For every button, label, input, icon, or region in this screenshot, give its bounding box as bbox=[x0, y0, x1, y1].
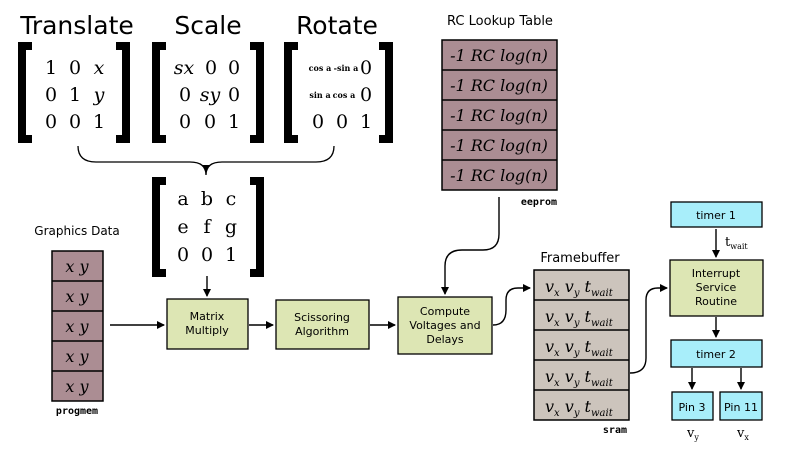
scale-matrix: sx 0 0 0 sy 0 0 0 1 bbox=[152, 42, 264, 143]
rotate-matrix: cos a -sin a 0 sin a cos a 0 0 0 1 bbox=[284, 42, 393, 143]
connectors bbox=[110, 165, 745, 390]
pin3-voltage-label: vy bbox=[686, 426, 699, 442]
matrix-cell: b bbox=[201, 188, 213, 210]
scissoring-box: Scissoring Algorithm bbox=[275, 299, 370, 350]
graphics-entry: x y bbox=[65, 257, 89, 276]
matrix-cell: a bbox=[177, 188, 188, 210]
box-label: timer 2 bbox=[696, 348, 736, 361]
matrix-cell: 0 bbox=[360, 84, 372, 106]
graphics-entry: x y bbox=[65, 287, 89, 306]
box-label: Pin 3 bbox=[679, 401, 706, 414]
pin11-voltage-label: vx bbox=[736, 426, 749, 442]
box-label: Algorithm bbox=[295, 325, 349, 338]
sram-label: sram bbox=[603, 425, 627, 436]
graphics-title: Graphics Data bbox=[34, 224, 119, 238]
matrix-cell: 0 bbox=[360, 57, 372, 79]
matrix-cell: sy bbox=[200, 84, 221, 106]
lookup-entry: -1 RC log(n) bbox=[450, 76, 548, 95]
matrix-cell: 0 bbox=[179, 111, 191, 133]
box-label: Service bbox=[696, 281, 737, 294]
box-label: Delays bbox=[426, 333, 464, 346]
pin3-box: Pin 3 bbox=[671, 391, 714, 421]
matrix-cell: 0 bbox=[336, 111, 348, 133]
matrix-cell: 1 bbox=[360, 111, 372, 133]
lookup-entry: -1 RC log(n) bbox=[450, 106, 548, 125]
matrix-cell: c bbox=[226, 188, 237, 210]
framebuffer-entry: vx vy twait bbox=[545, 367, 614, 389]
matrix-cell: 0 bbox=[45, 84, 57, 106]
lookup-entry: -1 RC log(n) bbox=[450, 166, 548, 185]
box-label: Interrupt bbox=[692, 267, 741, 280]
matrix-cell: 1 bbox=[69, 84, 81, 106]
combined-matrix: a b c e f g 0 0 1 bbox=[152, 177, 264, 277]
framebuffer-title: Framebuffer bbox=[540, 251, 620, 266]
box-label: Matrix bbox=[190, 310, 225, 323]
matrix-cell: x bbox=[94, 57, 105, 79]
matrix-cell: 0 bbox=[201, 244, 213, 266]
translate-title: Translate bbox=[19, 11, 134, 40]
matrix-cell: g bbox=[225, 216, 237, 238]
matrix-cell: 0 bbox=[228, 84, 240, 106]
box-label: Routine bbox=[695, 295, 737, 308]
arrow-eeprom-to-compute bbox=[441, 197, 500, 295]
matrix-cell: 0 bbox=[69, 57, 81, 79]
twait-label: twait bbox=[725, 235, 748, 251]
matrix-cell: 0 bbox=[177, 244, 189, 266]
arrow-framebuffer-to-isr bbox=[629, 284, 668, 374]
matrix-cell: 1 bbox=[45, 57, 57, 79]
eeprom-label: eeprom bbox=[521, 197, 557, 208]
box-label: timer 1 bbox=[696, 209, 736, 222]
framebuffer-entry: vx vy twait bbox=[545, 277, 614, 299]
matrix-cell: f bbox=[203, 216, 212, 238]
framebuffer-table: vx vy twait vx vy twait vx vy twait vx vy t… bbox=[533, 269, 630, 421]
matrix-cell: sx bbox=[174, 57, 195, 79]
graphics-entry: x y bbox=[65, 347, 89, 366]
compute-box: Compute Voltages and Delays bbox=[397, 296, 493, 355]
timer1-box: timer 1 bbox=[670, 201, 763, 228]
isr-box: Interrupt Service Routine bbox=[669, 259, 764, 317]
box-label: Scissoring bbox=[294, 311, 350, 324]
matrix-cell: y bbox=[93, 84, 105, 106]
matrix-cell: 0 bbox=[45, 111, 57, 133]
box-label: Voltages and bbox=[409, 319, 480, 332]
framebuffer-entry: vx vy twait bbox=[545, 397, 614, 419]
matrix-cell: 0 bbox=[69, 111, 81, 133]
arrow-compute-to-framebuffer bbox=[492, 284, 531, 326]
matrix-multiply-box: Matrix Multiply bbox=[166, 298, 249, 350]
rotate-title: Rotate bbox=[296, 11, 378, 40]
box-label: Multiply bbox=[185, 324, 229, 337]
box-label: Pin 11 bbox=[724, 401, 758, 414]
matrix-cell: 1 bbox=[225, 244, 237, 266]
framebuffer-entry: vx vy twait bbox=[545, 307, 614, 329]
timer2-box: timer 2 bbox=[670, 339, 763, 368]
matrix-cell: 0 bbox=[204, 111, 216, 133]
lookup-title: RC Lookup Table bbox=[447, 14, 553, 29]
matrix-cell: 1 bbox=[93, 111, 105, 133]
matrix-cell: 1 bbox=[228, 111, 240, 133]
lookup-entry: -1 RC log(n) bbox=[450, 136, 548, 155]
matrix-cell: 0 bbox=[312, 111, 324, 133]
graphics-data-table: x y x y x y x y x y bbox=[51, 250, 104, 402]
matrix-cell: 0 bbox=[205, 57, 217, 79]
matrix-cell: sin a bbox=[309, 90, 330, 100]
translate-matrix: 1 0 x 0 1 y 0 0 1 bbox=[18, 42, 130, 143]
scale-title: Scale bbox=[174, 11, 241, 40]
lookup-entry: -1 RC log(n) bbox=[450, 46, 548, 65]
matrix-cell: 0 bbox=[228, 57, 240, 79]
pin11-box: Pin 11 bbox=[719, 391, 763, 421]
graphics-entry: x y bbox=[65, 377, 89, 396]
matrix-cell: cos a bbox=[309, 63, 332, 73]
matrix-cell: -sin a bbox=[334, 63, 359, 73]
progmem-label: progmem bbox=[56, 406, 98, 417]
lookup-table: -1 RC log(n) -1 RC log(n) -1 RC log(n) -… bbox=[441, 39, 558, 191]
matrix-cell: e bbox=[177, 216, 188, 238]
box-label: Compute bbox=[420, 305, 470, 318]
matrix-cell: 0 bbox=[179, 84, 191, 106]
combine-brace bbox=[77, 145, 335, 176]
matrix-cell: cos a bbox=[333, 90, 356, 100]
framebuffer-entry: vx vy twait bbox=[545, 337, 614, 359]
graphics-entry: x y bbox=[65, 317, 89, 336]
